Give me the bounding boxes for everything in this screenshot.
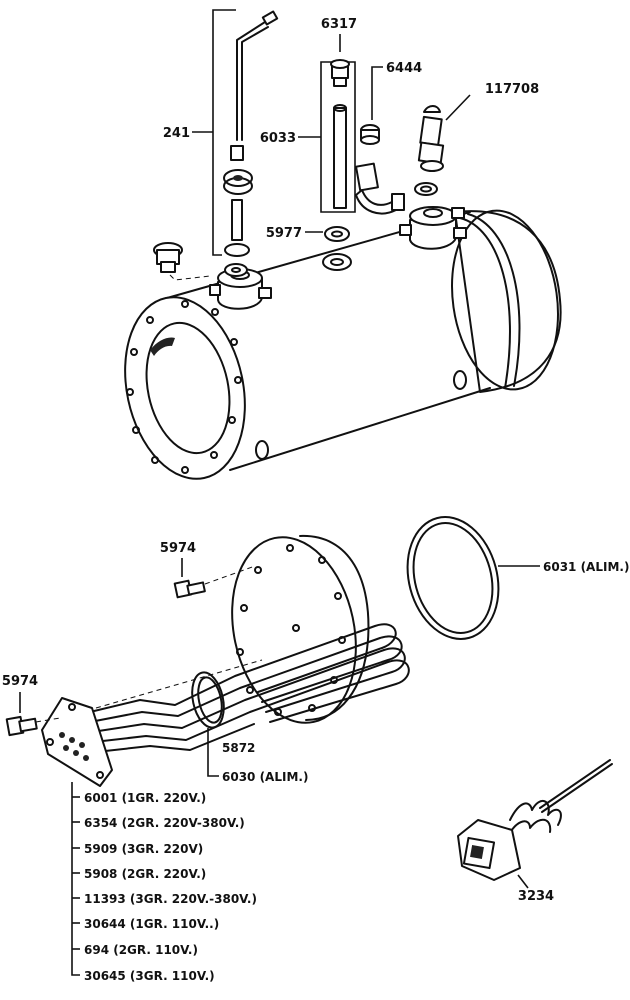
boiler-tank — [124, 206, 562, 480]
part-5872-gasket — [191, 671, 225, 729]
label-5977: 5977 — [266, 226, 302, 241]
label-6031: 6031 (ALIM.) — [543, 560, 629, 574]
label-5974-top: 5974 — [160, 541, 196, 556]
part-6031-gasket — [406, 516, 500, 640]
part-5977-washer — [324, 226, 350, 242]
element-variant-2: 6354 (2GR. 220V-380V.) — [84, 816, 245, 830]
element-variant-4: 5908 (2GR. 220V.) — [84, 867, 206, 881]
label-5872: 5872 — [222, 741, 255, 755]
label-6033: 6033 — [260, 131, 296, 146]
element-variant-8: 30645 (3GR. 110V.) — [84, 969, 215, 983]
part-241-tube — [192, 9, 279, 277]
element-tubes — [89, 623, 410, 753]
element-variant-list: 6001 (1GR. 220V.) 6354 (2GR. 220V-380V.)… — [72, 791, 257, 983]
label-5974-left: 5974 — [2, 674, 38, 689]
element-variant-7: 694 (2GR. 110V.) — [84, 943, 198, 957]
label-241: 241 — [163, 126, 190, 141]
label-6030: 6030 (ALIM.) — [222, 770, 308, 784]
flange-bolt-holes — [126, 300, 242, 474]
part-6444-cap — [360, 66, 383, 145]
part-3234-thermostat — [457, 759, 613, 881]
element-variant-6: 30644 (1GR. 110V..) — [84, 917, 219, 931]
element-variant-5: 11393 (3GR. 220V.-380V.) — [84, 892, 257, 906]
element-variant-3: 5909 (3GR. 220V) — [84, 842, 203, 856]
blanking-cap — [153, 242, 211, 281]
label-117708: 117708 — [485, 82, 539, 97]
top-port-right — [399, 206, 467, 250]
label-6317: 6317 — [321, 17, 357, 32]
part-5974-screw-left — [5, 715, 61, 737]
part-5974-screw-top — [173, 565, 256, 599]
elbow-fitting — [355, 162, 405, 215]
part-117708-valve — [414, 94, 471, 196]
element-terminal-plate — [41, 697, 113, 787]
label-3234: 3234 — [518, 889, 554, 904]
element-variant-1: 6001 (1GR. 220V.) — [84, 791, 206, 805]
label-6444: 6444 — [386, 61, 422, 76]
part-6033-sight-glass — [320, 34, 356, 213]
